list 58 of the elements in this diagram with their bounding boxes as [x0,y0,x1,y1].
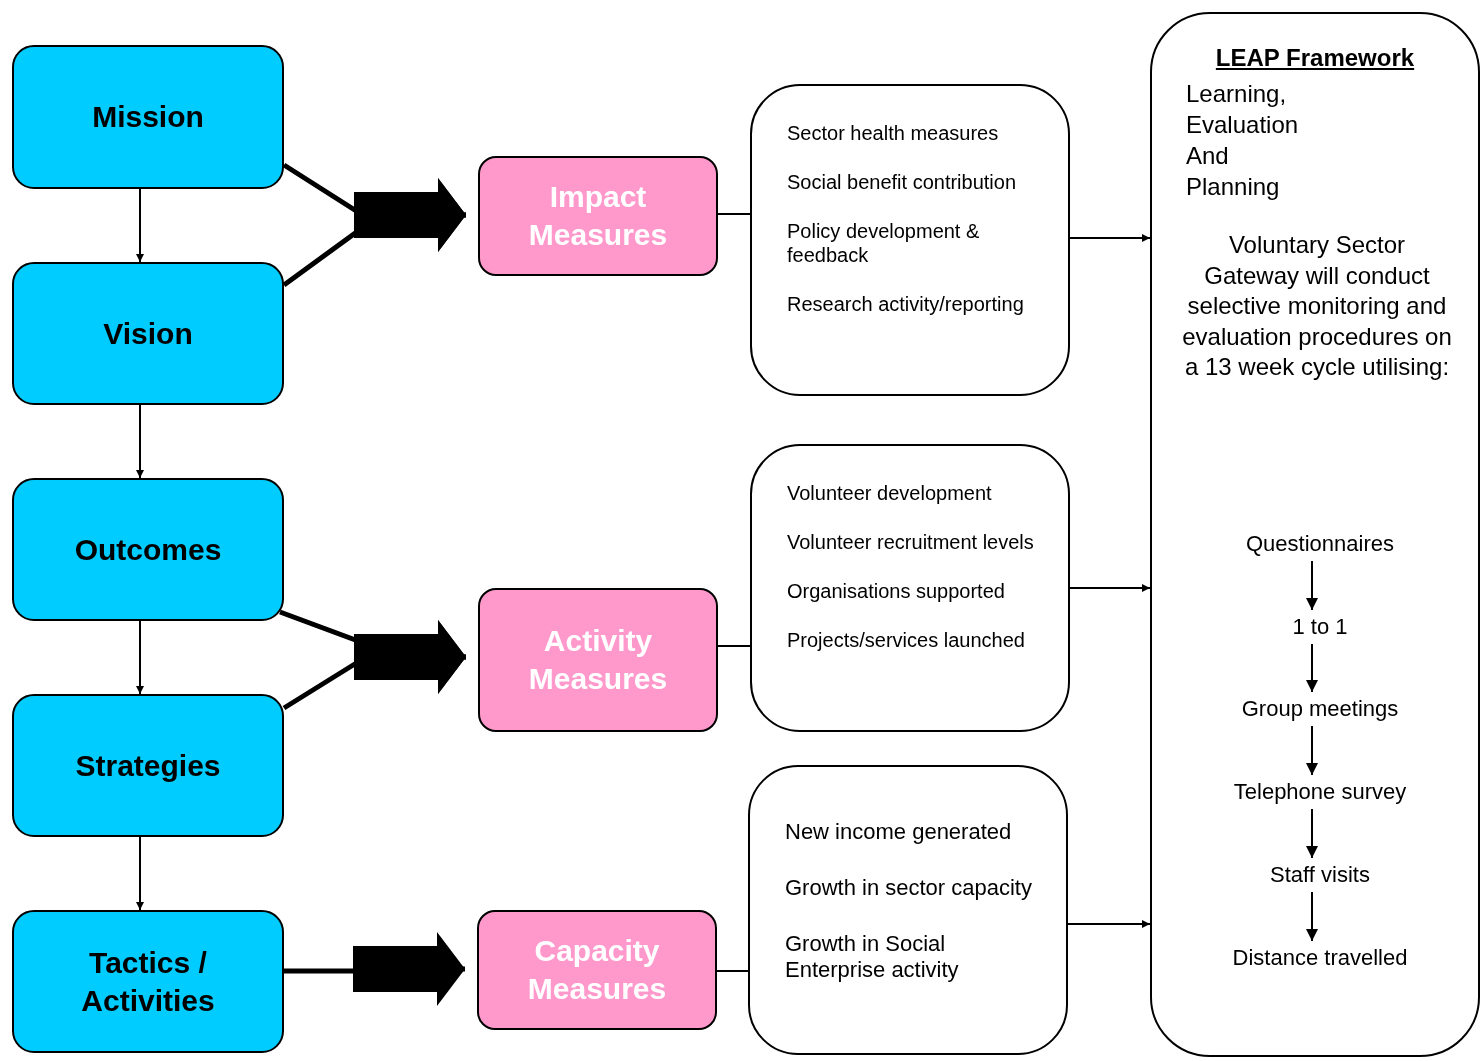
acronym-text: Learning, Evaluation And Planning [1186,79,1300,202]
box-title: Strategies [75,747,221,784]
box-title: Vision [103,315,193,352]
connector-line [716,970,749,972]
arrow [136,620,144,695]
list-item: Sector health measures [787,121,1000,145]
connector-line [717,645,751,647]
process-box [12,262,284,405]
block-arrow [282,620,466,711]
arrow [1069,234,1151,242]
block-arrow [284,932,465,1006]
list-item: Volunteer recruitment levels [787,530,1035,554]
list-item: Research activity/reporting [787,292,1025,316]
measure-box [477,910,717,1030]
measure-box [478,156,718,276]
step-label: Group meetings [1241,696,1399,722]
arrow [136,404,144,479]
list-box [750,444,1070,732]
process-box [12,694,284,837]
panel-heading: LEAP Framework [1214,44,1416,72]
arrow [1306,891,1318,942]
arrow [1306,808,1318,859]
step-label: 1 to 1 [1292,614,1348,640]
connector-line [717,213,751,215]
list-item: New income generated [785,819,1013,845]
list-item: Growth in Social Enterprise activity [785,931,960,983]
arrow [1306,643,1318,693]
step-label: Questionnaires [1246,531,1394,557]
process-box [12,478,284,621]
box-title: Activity Measures [527,623,669,697]
list-item: Organisations supported [787,579,1006,603]
arrow [136,188,144,263]
step-label: Telephone survey [1233,779,1407,805]
list-box [748,765,1068,1055]
process-box [12,45,284,189]
process-box [12,910,284,1053]
block-arrow [282,178,466,288]
framework-panel [1150,12,1480,1057]
arrow [1306,560,1318,611]
list-item: Growth in sector capacity [785,875,1033,901]
list-box [750,84,1070,396]
arrow [1306,725,1318,776]
box-title: Mission [92,99,204,135]
description-text: Voluntary Sector Gateway will conduct selective monitoring and evaluation procedures on a 13 week cycle utilising: [1182,230,1452,382]
arrow [1067,920,1151,928]
box-title: Outcomes [74,531,222,568]
box-title: Impact Measures [527,179,669,253]
step-label: Staff visits [1270,862,1370,888]
list-item: Projects/services launched [787,628,1026,652]
step-label: Distance travelled [1232,945,1408,971]
arrow [1069,584,1151,592]
list-item: Social benefit contribution [787,170,1018,194]
box-title: Capacity Measures [526,933,668,1007]
list-item: Policy development & feedback [787,219,981,267]
measure-box [478,588,718,732]
box-title: Tactics / Activities [80,944,216,1019]
arrow [136,836,144,911]
list-item: Volunteer development [787,481,993,505]
